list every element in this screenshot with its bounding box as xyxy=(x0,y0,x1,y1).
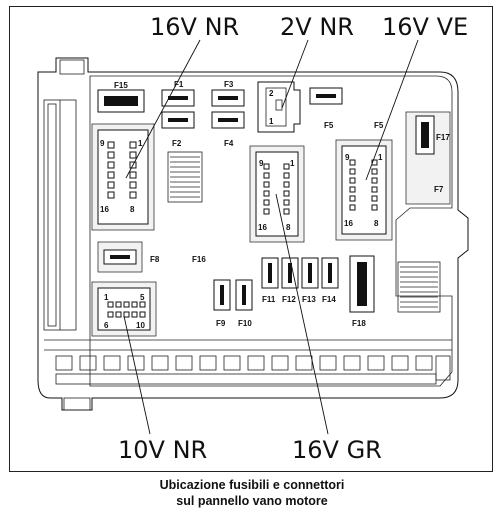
pin-c5-5: 5 xyxy=(140,293,145,302)
pin-c3-9: 9 xyxy=(259,159,264,168)
fuse-label-f2: F2 xyxy=(172,139,182,148)
pin-c4-8: 8 xyxy=(374,219,379,228)
pin-c2-2: 2 xyxy=(269,89,274,98)
fuse-label-f14: F14 xyxy=(322,295,336,304)
fuse-label-f4: F4 xyxy=(224,139,234,148)
caption-line-1: Ubicazione fusibili e connettori xyxy=(159,478,345,492)
fuse-f5: F5 F5 xyxy=(309,87,384,130)
fuse-label-f8: F8 xyxy=(150,255,160,264)
figure-frame xyxy=(9,6,493,472)
label-2v-nr: 2V NR xyxy=(280,13,354,41)
caption-line-2: sul pannello vano motore xyxy=(176,494,328,508)
fuse-f15: F15 xyxy=(97,81,145,113)
pin-c4-9: 9 xyxy=(345,153,350,162)
fuse-label-f17: F17 xyxy=(436,133,450,142)
pin-c5-6: 6 xyxy=(104,321,109,330)
connector-16v-gr: 9 1 16 8 xyxy=(249,145,305,243)
fuse-f13: F13 xyxy=(301,257,319,304)
fuse-f8: F8 xyxy=(97,241,160,273)
label-16v-ve: 16V VE xyxy=(382,13,468,41)
fuse-label-f12: F12 xyxy=(282,295,296,304)
fuse-label-f13: F13 xyxy=(302,295,316,304)
fuse-box-housing xyxy=(37,57,469,411)
connector-2v: 2 1 xyxy=(257,81,301,133)
pin-c1-16: 16 xyxy=(100,205,109,214)
label-16v-gr: 16V GR xyxy=(292,436,382,464)
label-10v-nr: 10V NR xyxy=(118,436,207,464)
fuse-label-f18: F18 xyxy=(352,319,366,328)
fuse-f18: F18 xyxy=(349,255,375,328)
leader-lines xyxy=(123,39,419,435)
vent-grille-left xyxy=(167,151,203,203)
fuse-f1: F1 xyxy=(161,80,195,107)
pin-c1-9: 9 xyxy=(100,139,105,148)
fuse-f11: F11 xyxy=(261,257,279,304)
fuse-f3: F3 xyxy=(211,80,245,107)
connector-10v-nr: 1 5 6 10 xyxy=(91,281,157,337)
pin-c5-1: 1 xyxy=(104,293,109,302)
fuse-f17: F17 F7 xyxy=(405,111,451,205)
fuse-label-f3: F3 xyxy=(224,80,234,89)
pin-c5-10: 10 xyxy=(136,321,145,330)
fuse-label-f16: F16 xyxy=(192,255,206,264)
fuse-f10: F10 xyxy=(235,279,253,328)
pin-c1-8: 8 xyxy=(130,205,135,214)
label-16v-nr: 16V NR xyxy=(150,13,239,41)
fuse-label-f11: F11 xyxy=(262,295,276,304)
fuse-label-f7: F7 xyxy=(434,185,444,194)
connector-16v-ve: 9 1 16 8 xyxy=(335,139,393,241)
vent-grille-right xyxy=(397,261,441,313)
pin-c3-8: 8 xyxy=(286,223,291,232)
fuse-label-f15: F15 xyxy=(114,81,128,90)
fuse-label-f10: F10 xyxy=(238,319,252,328)
pin-c3-1: 1 xyxy=(290,159,295,168)
fuse-f12: F12 xyxy=(281,257,299,304)
pin-c3-16: 16 xyxy=(258,223,267,232)
pin-c4-1: 1 xyxy=(378,153,383,162)
fuse-label-f5a: F5 xyxy=(324,121,334,130)
fuse-label-f9: F9 xyxy=(216,319,226,328)
fuse-f14: F14 xyxy=(321,257,339,304)
fuse-f9: F9 xyxy=(213,279,231,328)
fuse-f4: F4 xyxy=(211,111,245,148)
pin-c4-16: 16 xyxy=(344,219,353,228)
pin-c1-1: 1 xyxy=(138,139,143,148)
fuse-f2: F2 xyxy=(161,111,195,148)
fuse-label-f5b: F5 xyxy=(374,121,384,130)
connector-16v-nr: 9 1 16 8 xyxy=(91,123,155,231)
fuse-label-f1: F1 xyxy=(174,80,184,89)
pin-c2-1: 1 xyxy=(269,117,274,126)
